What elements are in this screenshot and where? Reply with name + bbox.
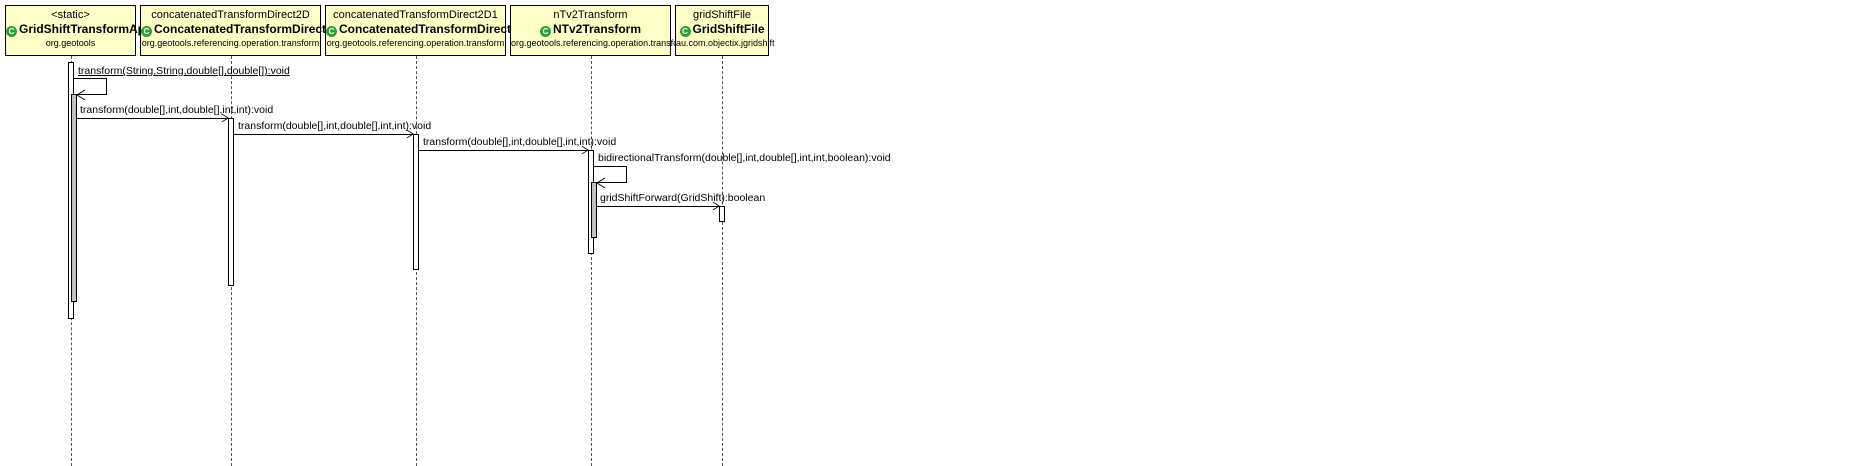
lifeline-class-label: ConcatenatedTransformDirect2D [339, 22, 527, 36]
lifeline-gridshiftfile [722, 56, 723, 466]
class-icon: C [679, 26, 691, 37]
lifeline-package-name: org.geotools.referencing.operation.trans… [141, 38, 320, 48]
arrowhead-1 [76, 89, 86, 101]
lifeline-class-label: ConcatenatedTransformDirect2D [154, 22, 342, 36]
self-call-loop-5 [594, 166, 627, 183]
activation-bar-concat2d[interactable] [228, 118, 234, 286]
message-arrow-6[interactable] [597, 202, 720, 210]
lifeline-instance-name: gridShiftFile [692, 9, 752, 21]
arrowhead-2 [221, 114, 229, 122]
self-call-loop-1 [74, 78, 107, 95]
lifeline-class-label: GridShiftTransformApp [19, 22, 153, 36]
activation-bar-app-self[interactable] [71, 94, 77, 302]
class-icon: C [326, 26, 337, 37]
arrowhead-3 [406, 130, 414, 138]
lifeline-instance-name: <static> [51, 9, 90, 21]
class-icon: C [6, 26, 17, 37]
arrowhead-5 [596, 177, 606, 189]
lifeline-package-name: au.com.objectix.jgridshift [676, 38, 775, 48]
lifeline-package-name: org.geotools.referencing.operation.trans… [511, 38, 689, 48]
arrowhead-4 [581, 146, 589, 154]
lifeline-package-name: org.geotools [45, 38, 96, 48]
lifeline-instance-name: concatenatedTransformDirect2D1 [333, 9, 498, 21]
message-label-6[interactable]: gridShiftForward(GridShift):boolean [600, 192, 766, 204]
message-label-3[interactable]: transform(double[],int,double[],int,int)… [238, 120, 432, 132]
lifeline-ntv2transform [591, 56, 592, 466]
lifeline-class-label: NTv2Transform [552, 22, 642, 36]
message-label-1[interactable]: transform(String,String,double[],double[… [78, 65, 290, 77]
lifeline-class-label: GridShiftFile [692, 22, 765, 36]
message-arrow-4[interactable] [419, 146, 589, 154]
lifeline-package-name: org.geotools.referencing.operation.trans… [326, 38, 505, 48]
activation-bar-gridshiftfile[interactable] [719, 206, 725, 222]
message-label-4[interactable]: transform(double[],int,double[],int,int)… [423, 136, 617, 148]
lifeline-instance-name: nTv2Transform [553, 9, 628, 21]
message-label-5[interactable]: bidirectionalTransform(double[],int,doub… [598, 152, 891, 164]
message-arrow-3[interactable] [234, 130, 414, 138]
message-arrow-2[interactable] [77, 114, 229, 122]
class-icon: C [141, 26, 152, 37]
lifeline-instance-name: concatenatedTransformDirect2D [151, 9, 310, 21]
arrowhead-6 [712, 202, 720, 210]
message-label-2[interactable]: transform(double[],int,double[],int,int)… [80, 104, 274, 116]
activation-bar-concat2d1[interactable] [413, 134, 419, 270]
class-icon: C [539, 26, 551, 37]
activation-bar-ntv2-self[interactable] [591, 182, 597, 238]
